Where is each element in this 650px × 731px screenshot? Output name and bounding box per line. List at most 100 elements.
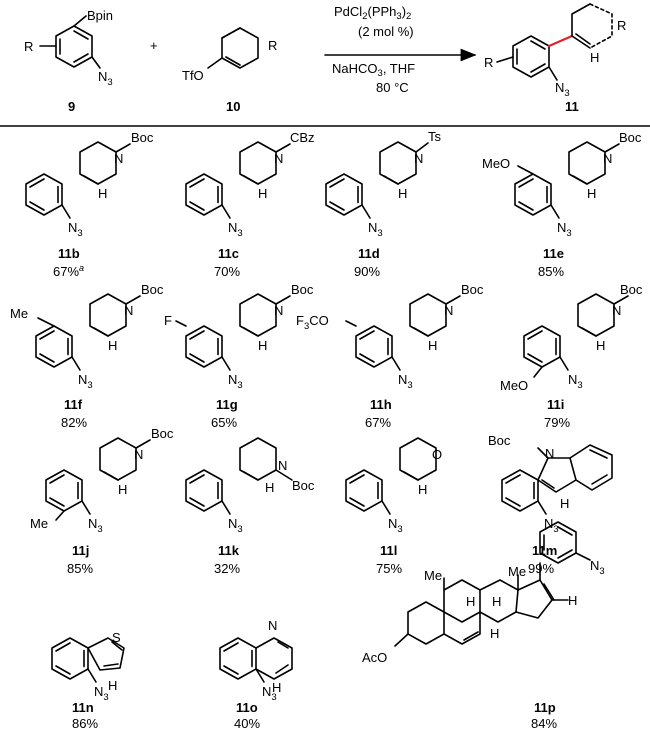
svg-text:N: N (274, 303, 283, 318)
svg-text:N3: N3 (228, 220, 243, 239)
svg-text:H: H (98, 186, 107, 201)
svg-text:H: H (490, 626, 499, 641)
compound-card-11j: Me N Boc H N3 11j 85% (30, 426, 174, 576)
svg-text:40%: 40% (234, 716, 260, 731)
svg-text:S: S (112, 630, 121, 645)
svg-text:N3: N3 (544, 516, 559, 535)
svg-text:85%: 85% (538, 264, 564, 279)
svg-text:H: H (265, 480, 274, 495)
r-label-10: R (268, 38, 277, 53)
compound-card-11h: F3CO N Boc H N3 11h 67% (296, 282, 484, 430)
svg-text:H: H (418, 482, 427, 497)
svg-text:Boc: Boc (292, 478, 315, 493)
svg-text:Boc: Boc (620, 282, 643, 297)
svg-text:N: N (268, 618, 277, 633)
svg-text:11n: 11n (72, 700, 94, 715)
svg-text:11b: 11b (58, 246, 80, 261)
svg-text:N3: N3 (398, 372, 413, 391)
svg-text:H: H (568, 593, 577, 608)
svg-text:67%: 67% (365, 415, 391, 430)
reagent-10: TfO R 10 (182, 27, 277, 114)
svg-text:11g: 11g (216, 397, 238, 412)
compound-card-11e: MeO N Boc H N3 11e 85% (482, 130, 642, 279)
svg-text:11p: 11p (534, 700, 556, 715)
svg-text:N: N (414, 151, 423, 166)
svg-text:H: H (560, 496, 569, 511)
svg-text:CBz: CBz (290, 130, 315, 145)
svg-text:N3: N3 (228, 516, 243, 535)
svg-text:MeO: MeO (500, 378, 528, 393)
product-11: R R H N3 11 (484, 3, 626, 114)
svg-text:H: H (596, 338, 605, 353)
svg-text:79%: 79% (544, 415, 570, 430)
svg-text:Boc: Boc (291, 282, 314, 297)
base-solvent: NaHCO3, THF (332, 61, 415, 79)
temperature: 80 °C (376, 80, 409, 95)
svg-text:N: N (114, 151, 123, 166)
compound-card-11d: N Ts H N3 11d 90% (325, 129, 442, 279)
compound-card-11m: Boc N H N3 11m 99% (488, 433, 613, 576)
svg-text:11d: 11d (358, 246, 380, 261)
compound-card-11i: MeO N Boc H N3 11i 79% (500, 282, 643, 430)
svg-text:Boc: Boc (488, 433, 511, 448)
reaction-arrow: PdCl2(PPh3)2 (2 mol %) NaHCO3, THF 80 °C (324, 4, 477, 95)
svg-text:F3CO: F3CO (296, 313, 329, 332)
compound-id-10: 10 (226, 99, 240, 114)
svg-text:Boc: Boc (141, 282, 164, 297)
svg-text:N: N (278, 458, 287, 473)
svg-text:N: N (274, 151, 283, 166)
svg-text:N3: N3 (388, 516, 403, 535)
svg-text:H: H (258, 186, 267, 201)
svg-text:N: N (545, 446, 554, 461)
r-label: R (24, 39, 33, 54)
compound-card-11o: N H N3 11o 40% (219, 618, 293, 731)
svg-text:11o: 11o (236, 700, 258, 715)
svg-text:N: N (124, 303, 133, 318)
svg-text:65%: 65% (211, 415, 237, 430)
compound-card-11c: N CBz H N3 11c 70% (185, 130, 315, 279)
compound-card-11f: Me N Boc H N3 11f 82% (10, 282, 164, 430)
svg-text:N3: N3 (368, 220, 383, 239)
svg-text:N3: N3 (228, 372, 243, 391)
svg-text:N3: N3 (568, 372, 583, 391)
svg-text:11c: 11c (218, 246, 239, 261)
svg-text:11m: 11m (532, 543, 557, 558)
compound-card-11p: N3 H Me Me H H H AcO 11p 84% (362, 521, 605, 731)
r-label-11a: R (484, 55, 493, 70)
svg-text:H: H (108, 338, 117, 353)
svg-text:Boc: Boc (461, 282, 484, 297)
svg-text:H: H (466, 594, 475, 609)
plus-sign: + (150, 38, 158, 53)
svg-text:N3: N3 (262, 684, 277, 703)
svg-text:F: F (164, 313, 172, 328)
svg-text:N3: N3 (557, 220, 572, 239)
svg-text:90%: 90% (354, 264, 380, 279)
compound-card-11l: O H N3 11l 75% (345, 437, 442, 576)
svg-text:70%: 70% (214, 264, 240, 279)
svg-text:H: H (587, 186, 596, 201)
svg-text:99%: 99% (528, 561, 554, 576)
bpin-label: Bpin (87, 8, 113, 23)
svg-text:67%a: 67%a (53, 263, 84, 279)
svg-text:H: H (428, 338, 437, 353)
svg-text:H: H (492, 594, 501, 609)
svg-text:AcO: AcO (362, 650, 387, 665)
svg-text:Me: Me (30, 516, 48, 531)
svg-text:H: H (272, 680, 281, 695)
compound-id-11: 11 (565, 99, 579, 114)
svg-text:11j: 11j (72, 543, 89, 558)
svg-text:11l: 11l (380, 543, 397, 558)
svg-text:MeO: MeO (482, 156, 510, 171)
azide-label-11: N3 (555, 80, 570, 99)
svg-text:11f: 11f (64, 397, 83, 412)
svg-text:N3: N3 (68, 220, 83, 239)
svg-text:H: H (108, 678, 117, 693)
compound-card-11k: H N Boc N3 11k 32% (185, 437, 315, 576)
svg-text:N: N (612, 303, 621, 318)
svg-text:N3: N3 (94, 684, 109, 703)
reagent-9: Bpin R N3 9 (24, 8, 113, 114)
svg-text:N: N (603, 151, 612, 166)
compound-card-11g: F N Boc H N3 11g 65% (164, 282, 314, 430)
svg-text:N: N (134, 447, 143, 462)
